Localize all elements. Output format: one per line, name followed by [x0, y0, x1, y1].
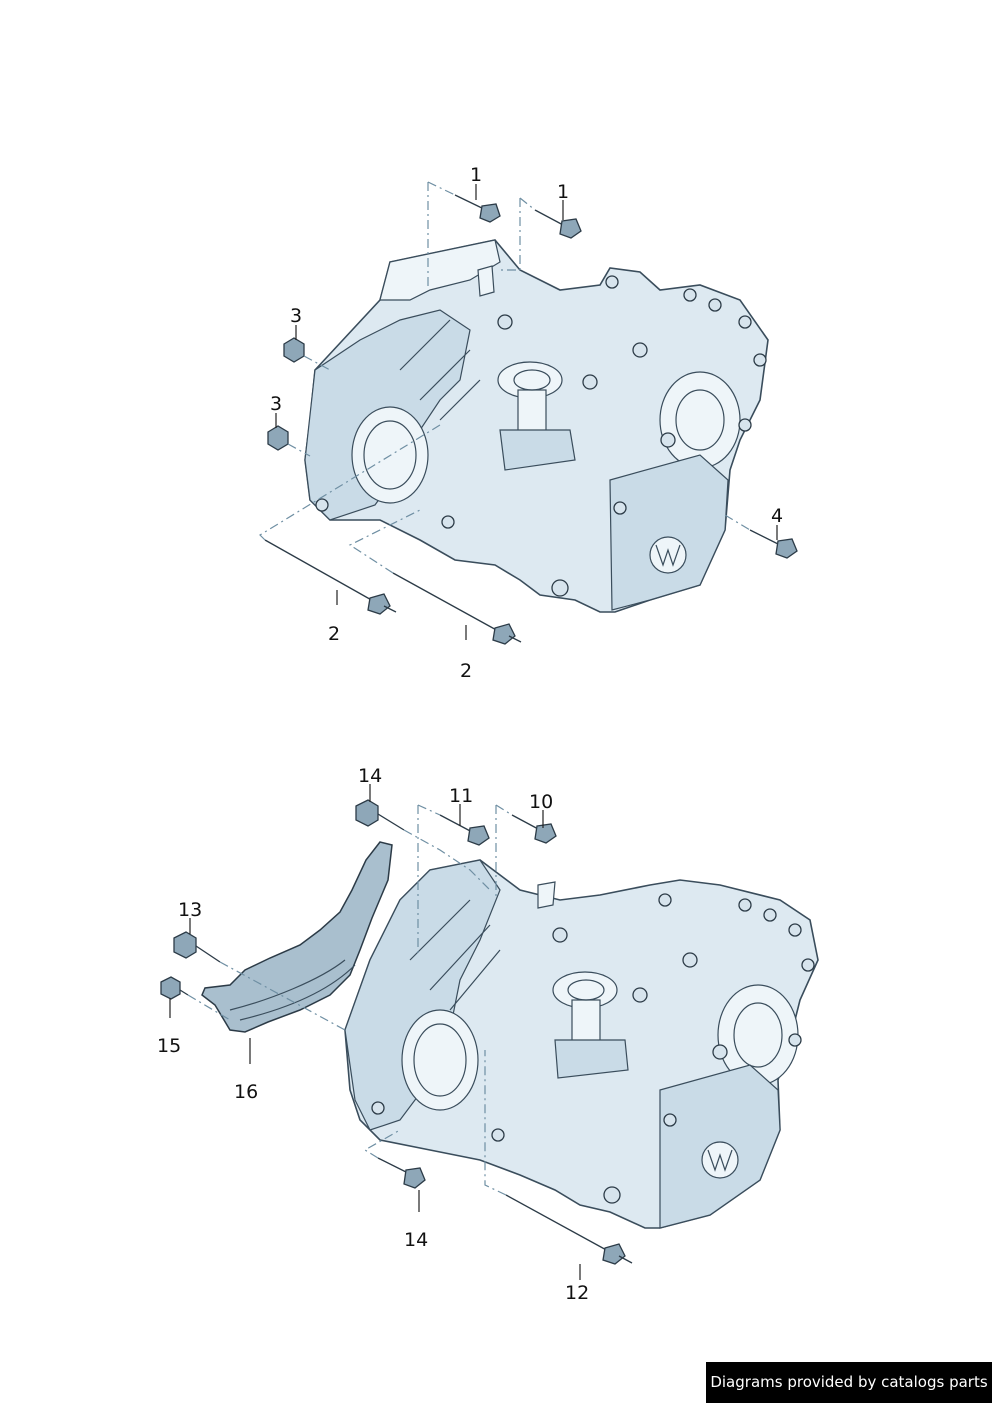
stud-item-2a	[264, 539, 397, 615]
stud-item-12	[505, 1194, 633, 1265]
callout-label: 3	[270, 393, 282, 415]
callout-label: 14	[358, 765, 382, 787]
callout-label: 4	[771, 505, 783, 527]
callout-label: 15	[157, 1035, 181, 1057]
callout-label: 16	[234, 1081, 258, 1103]
callout-label: 12	[565, 1282, 589, 1304]
callout-label: 13	[178, 899, 202, 921]
bolt-item-15	[160, 976, 189, 1000]
callout-label: 11	[449, 785, 473, 807]
bolt-item-14-top	[355, 799, 405, 831]
bottom-gearbox-assembly: 14 11 10 13 15 16 14 12	[157, 765, 819, 1304]
top-gearbox-assembly: 1 1 3 3 4 2 2	[259, 164, 798, 682]
bolt-item-1b	[534, 209, 582, 239]
bolt-item-1a	[454, 194, 501, 223]
callout-label: 2	[460, 660, 472, 682]
bolt-item-10	[511, 814, 557, 844]
bolt-item-4	[749, 529, 798, 559]
credit-banner: Diagrams provided by catalogs parts	[706, 1362, 992, 1403]
callout-label: 1	[470, 164, 482, 186]
bolt-item-14-bottom	[377, 1157, 426, 1189]
heat-shield-item-16	[201, 841, 393, 1033]
callout-label: 3	[290, 305, 302, 327]
callout-label: 10	[529, 791, 553, 813]
stud-item-2b	[392, 572, 522, 645]
bolt-item-11	[439, 814, 490, 846]
bolt-item-13	[173, 931, 221, 963]
callout-label: 14	[404, 1229, 428, 1251]
callout-label: 2	[328, 623, 340, 645]
nut-item-3a	[283, 337, 305, 363]
nut-item-3b	[267, 425, 289, 451]
callout-label: 1	[557, 181, 569, 203]
